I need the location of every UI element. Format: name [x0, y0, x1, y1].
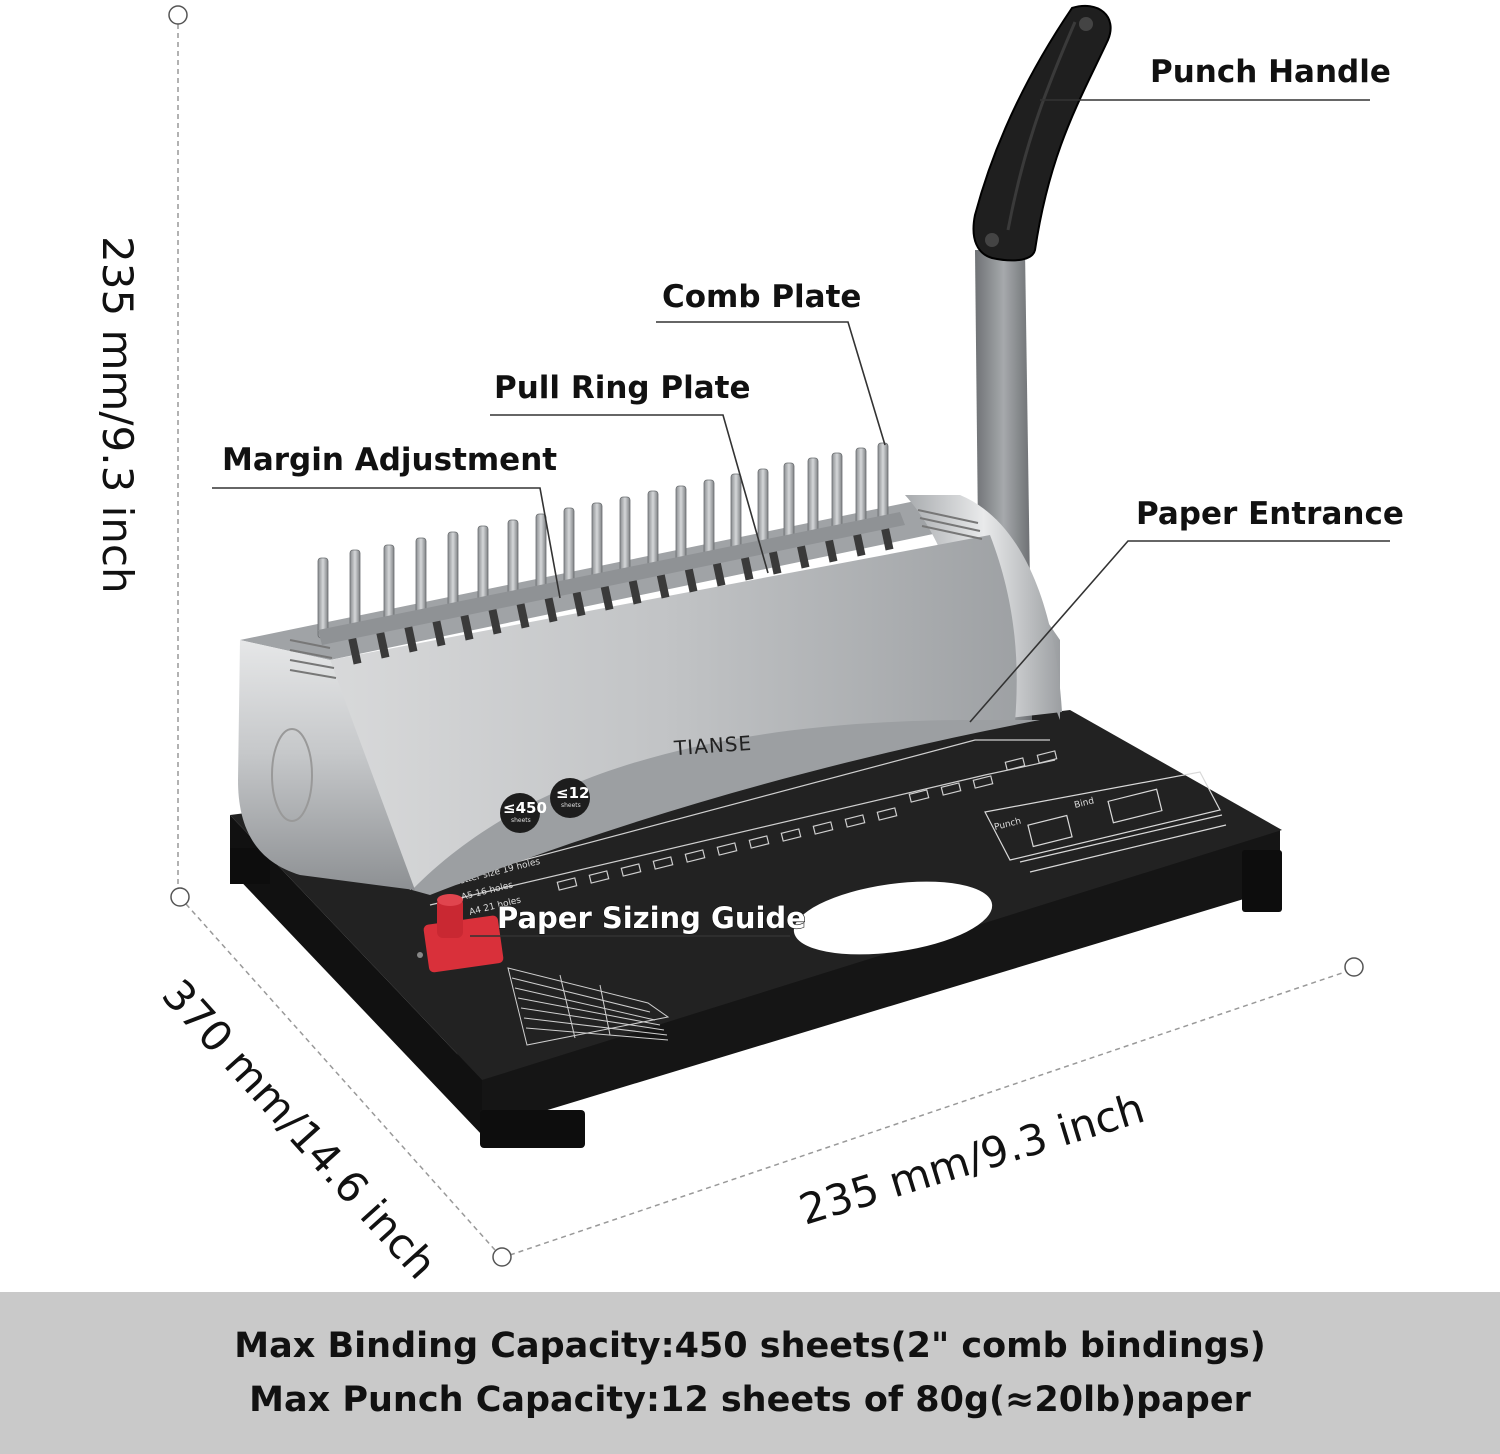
leader-comb-plate	[656, 321, 886, 446]
instruction-panel	[984, 771, 1227, 873]
handle-screw	[1079, 17, 1093, 31]
badge-punch-caption: sheets	[561, 802, 581, 809]
endpoint-marker	[168, 5, 188, 25]
endpoint-marker	[492, 1247, 512, 1267]
left-endcap-dial	[271, 728, 313, 822]
margin-adjustment-knob[interactable]	[417, 894, 504, 973]
dimension-endpoints	[168, 5, 1364, 1267]
handle-grip	[972, 5, 1112, 262]
callout-paper-sizing-guide: Paper Sizing Guide	[497, 901, 806, 935]
body-vents	[289, 509, 983, 679]
paper-size-markings	[429, 739, 1058, 906]
body-front	[330, 535, 1017, 890]
callout-punch-handle: Punch Handle	[1150, 54, 1391, 90]
step-bind-label: Bind	[1073, 796, 1095, 811]
width-dimension-label: 235 mm/9.3 inch	[794, 1083, 1150, 1234]
max-punch-capacity-text: Max Punch Capacity:12 sheets of 80g(≈20l…	[249, 1380, 1251, 1420]
base-foot	[480, 1110, 585, 1148]
leader-margin-adjustment	[212, 487, 561, 599]
handle-screw	[985, 233, 999, 247]
callout-paper-entrance: Paper Entrance	[1136, 496, 1404, 532]
machine-body: TIANSE ≤450 sheets ≤12 sheets	[238, 442, 1062, 895]
width-guide-line	[509, 971, 1346, 1256]
machine-base: Letter size 19 holes A5 16 holes A4 21 h…	[230, 710, 1282, 1148]
endpoint-marker	[1344, 957, 1364, 977]
callout-margin-adjustment: Margin Adjustment	[222, 442, 557, 478]
callout-pull-ring-plate: Pull Ring Plate	[494, 370, 751, 406]
max-binding-capacity-text: Max Binding Capacity:450 sheets(2" comb …	[234, 1326, 1266, 1366]
comb-plate-teeth	[317, 442, 889, 639]
badge-punch-value: ≤12	[556, 784, 589, 802]
binding-capacity-badge: ≤450 sheets	[500, 793, 547, 833]
base-foot	[1242, 850, 1282, 912]
badge-binding-value: ≤450	[503, 799, 547, 817]
endpoint-marker	[170, 887, 190, 907]
guide-slot	[417, 952, 423, 958]
comb-size-table	[507, 967, 670, 1046]
knob-grip	[437, 898, 463, 938]
body-left-endcap	[238, 640, 415, 890]
dimension-guides	[177, 24, 1346, 1256]
base-hand-cutout	[793, 881, 993, 955]
comb-plate-bar	[318, 512, 905, 645]
callout-comb-plate: Comb Plate	[662, 279, 861, 315]
leader-pull-ring-plate	[490, 414, 769, 574]
punch-capacity-badge: ≤12 sheets	[550, 778, 590, 818]
callout-leader-lines	[212, 99, 1390, 937]
badge-binding-caption: sheets	[511, 817, 531, 824]
height-dimension-label: 235 mm/9.3 inch	[93, 236, 142, 594]
knob-top	[437, 894, 463, 906]
handle-grip-highlight	[1006, 21, 1077, 231]
leader-paper-entrance	[969, 540, 1390, 723]
capacity-footer-band: Max Binding Capacity:450 sheets(2" comb …	[0, 1292, 1500, 1454]
brand-logo: TIANSE	[672, 731, 753, 760]
base-left-side	[230, 815, 482, 1135]
